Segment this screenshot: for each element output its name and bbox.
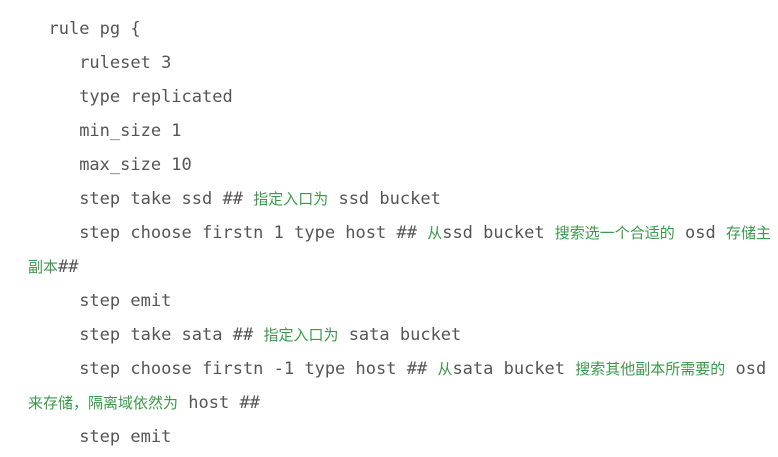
code-line: step take ssd ## 指定入口为 ssd bucket — [0, 182, 778, 216]
comment-marker: ## — [58, 257, 79, 277]
comment-marker: ## — [396, 223, 428, 243]
comment-marker: ## — [232, 325, 264, 345]
code-line: step take sata ## 指定入口为 sata bucket — [0, 318, 778, 352]
code-line: step choose firstn -1 type host ## 从sata… — [0, 352, 778, 420]
code-line: type replicated — [0, 80, 778, 114]
line-indent — [28, 359, 79, 379]
comment-marker: ## — [406, 359, 438, 379]
code-text: ssd bucket — [442, 223, 555, 243]
comment-text: 来存储，隔离域依然为 — [28, 394, 179, 412]
comment-marker: ## — [239, 393, 260, 413]
line-indent — [28, 53, 79, 73]
line-indent — [28, 19, 48, 39]
code-line: max_size 10 — [0, 148, 778, 182]
line-indent — [28, 189, 79, 209]
code-line: step emit — [0, 284, 778, 318]
comment-text: 搜索选一个合适的 — [554, 224, 675, 242]
code-text: sata bucket — [338, 325, 462, 345]
line-indent — [28, 155, 79, 175]
code-text: min_size 1 — [79, 121, 182, 141]
code-text: max_size 10 — [79, 155, 192, 175]
code-text: ruleset 3 — [79, 53, 172, 73]
code-line: rule pg { — [0, 12, 778, 46]
line-indent — [28, 87, 79, 107]
code-line: step emit — [0, 420, 778, 454]
code-text: sata bucket — [452, 359, 576, 379]
code-text: host — [178, 393, 240, 413]
comment-text: 搜索其他副本所需要的 — [575, 360, 726, 378]
code-text: step choose firstn -1 type host — [79, 359, 407, 379]
comment-text: 存储主副本 — [28, 224, 772, 276]
code-text: type replicated — [79, 87, 233, 107]
code-line: ruleset 3 — [0, 46, 778, 80]
code-text: osd — [674, 223, 726, 243]
line-indent — [28, 325, 79, 345]
code-text: step choose firstn 1 type host — [79, 223, 397, 243]
line-indent — [28, 291, 79, 311]
code-text: step emit — [79, 427, 172, 447]
code-line: step choose firstn 1 type host ## 从ssd b… — [0, 216, 778, 284]
line-indent — [28, 427, 79, 447]
code-text: step take sata — [79, 325, 233, 345]
code-line: min_size 1 — [0, 114, 778, 148]
code-text: step take ssd — [79, 189, 223, 209]
code-text: ssd bucket — [328, 189, 441, 209]
comment-text: 从 — [427, 224, 443, 242]
code-text: rule pg { — [48, 19, 141, 39]
comment-text: 指定入口为 — [263, 326, 339, 344]
line-indent — [28, 121, 79, 141]
comment-text: 从 — [437, 360, 453, 378]
comment-marker: ## — [222, 189, 254, 209]
line-indent — [28, 223, 79, 243]
comment-text: 指定入口为 — [253, 190, 329, 208]
code-text: step emit — [79, 291, 172, 311]
code-text: osd — [725, 359, 777, 379]
